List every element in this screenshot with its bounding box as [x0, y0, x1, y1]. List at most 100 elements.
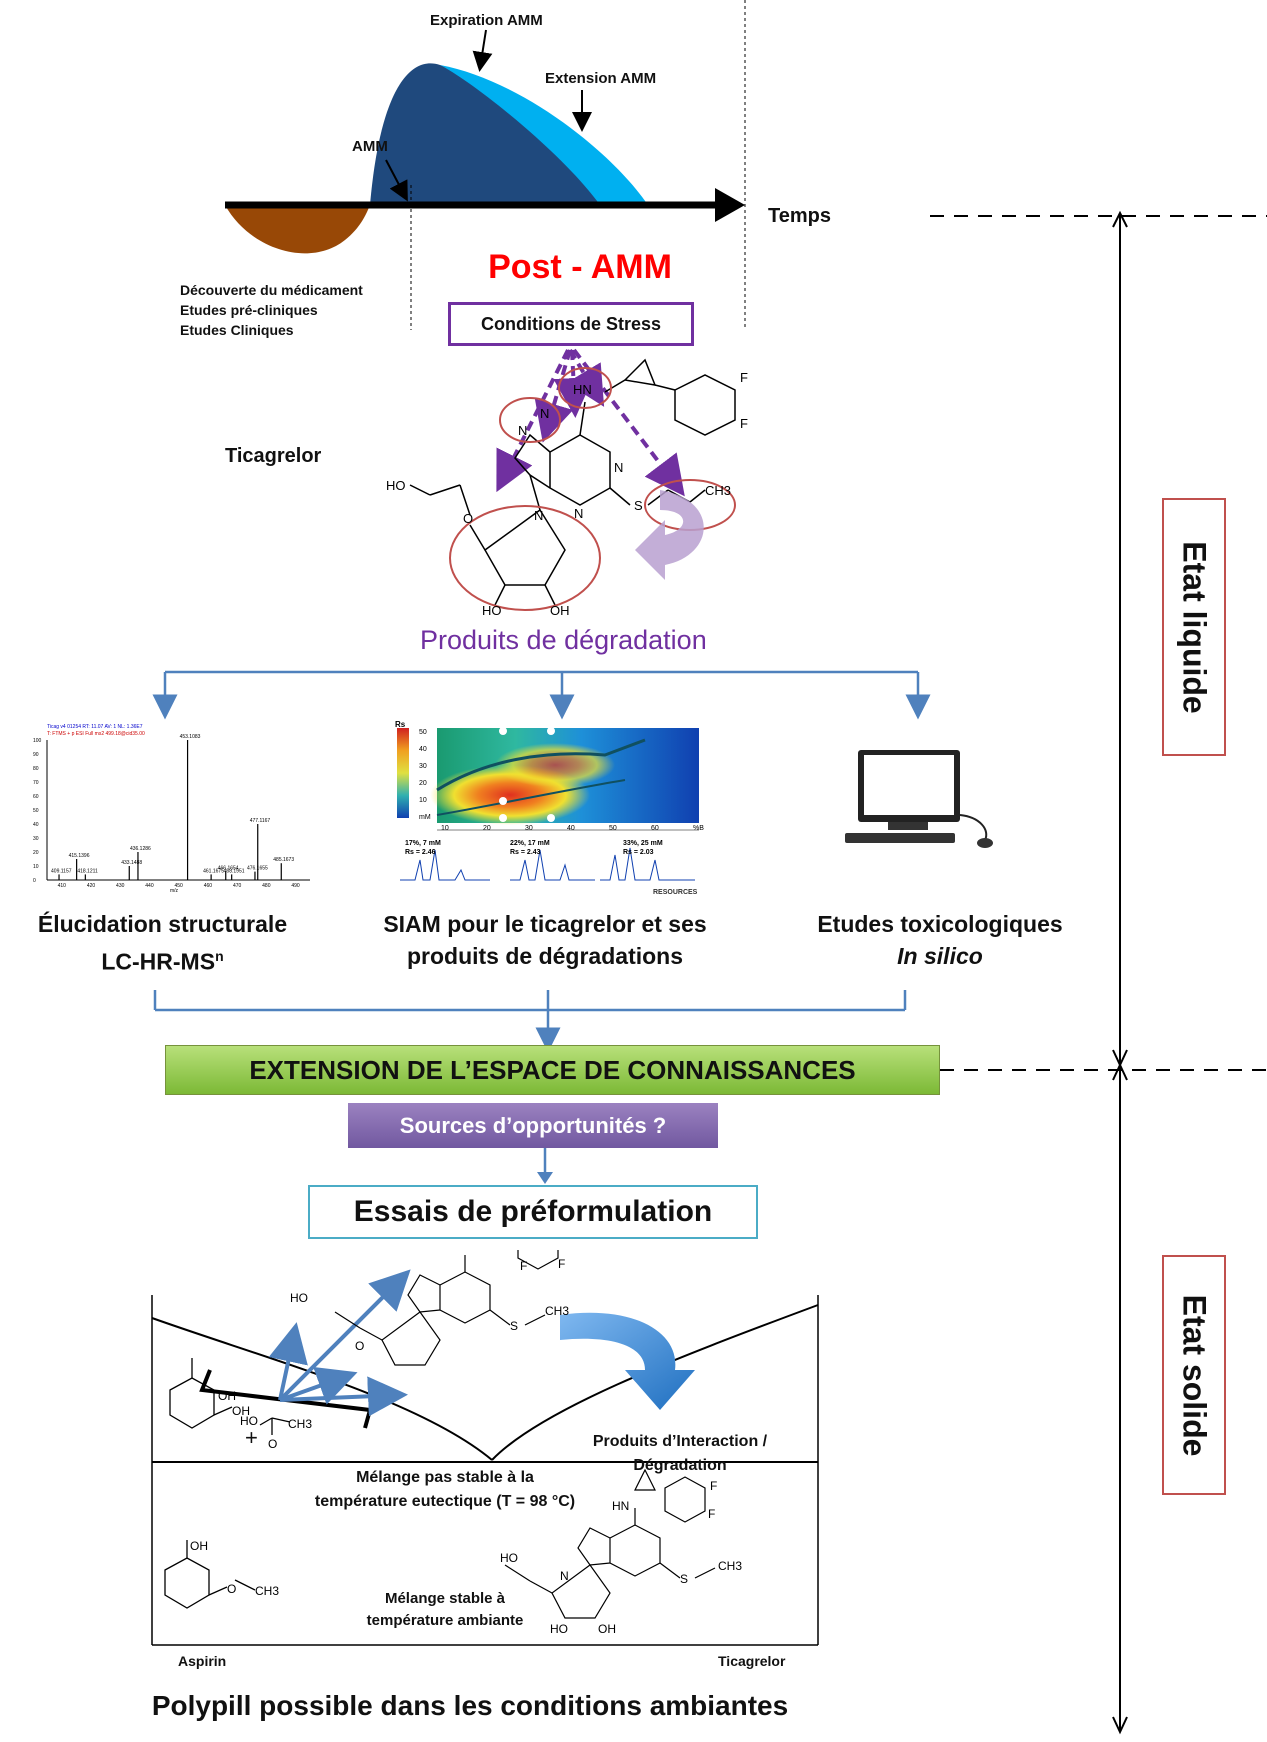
ms-ytick: 20 — [33, 850, 39, 856]
ms-ytick: 30 — [33, 836, 39, 842]
pd-atom-f-3: F — [710, 1479, 717, 1493]
plus-sign: + — [245, 1425, 258, 1450]
ms-ytick: 80 — [33, 766, 39, 772]
solid-state-label: Etat solide — [1162, 1255, 1226, 1495]
conclusion-text: Polypill possible dans les conditions am… — [151, 1690, 789, 1721]
chrom-3-label: 33%, 25 mM — [623, 840, 663, 847]
hm-xtick: 10 — [441, 825, 449, 832]
pd-atom-n-1: N — [560, 1569, 569, 1583]
atom-f2: F — [740, 416, 748, 431]
opportunities-arrow — [537, 1148, 553, 1184]
pd-atom-oh-1: OH — [218, 1389, 236, 1403]
chrom-2-rs: Rs = 2.43 — [510, 849, 541, 856]
ms-peak-label: 485.1673 — [273, 857, 294, 863]
aspirin-axis-label: Aspirin — [178, 1653, 227, 1669]
atom-hn: HN — [573, 382, 592, 397]
atom-ho2: HO — [482, 603, 502, 618]
ms-peak-label: 433.1488 — [121, 860, 142, 866]
pd-atom-oh-3: OH — [190, 1539, 208, 1553]
liquid-state-label: Etat liquide — [1162, 498, 1226, 756]
unstable-mixture-label: Mélange pas stable à la température eute… — [314, 1469, 576, 1510]
pd-atom-oh-2: OH — [232, 1404, 250, 1418]
ms-xlabel: m/z — [170, 888, 179, 894]
hm-ylabel: Rs — [395, 720, 406, 729]
chrom-1-rs: Rs = 2.46 — [405, 849, 436, 856]
ms-peak-label: 466.1654 — [218, 866, 239, 872]
extension-area — [440, 65, 648, 205]
ms-ytick: 60 — [33, 794, 39, 800]
pd-atom-hn-2: HN — [612, 1499, 629, 1513]
liquidus-right — [491, 1304, 819, 1461]
pd-atom-f-4: F — [708, 1507, 715, 1521]
pd-atom-ho-4: HO — [550, 1622, 568, 1636]
pd-atom-f-1: F — [520, 1259, 527, 1273]
ms-xtick: 480 — [262, 883, 271, 889]
ms-ytick: 10 — [33, 864, 39, 870]
ms-ytick: 70 — [33, 780, 39, 786]
pd-atom-ho-2: HO — [290, 1291, 308, 1305]
interaction-arrow — [560, 1312, 695, 1410]
hm-xtick: 40 — [567, 825, 575, 832]
ms-xtick: 420 — [87, 883, 96, 889]
atom-ho: HO — [386, 478, 406, 493]
atom-f1: F — [740, 370, 748, 385]
structural-elucidation-caption: Élucidation structurale LC-HR-MSn — [37, 911, 288, 975]
hm-ytick: 40 — [419, 746, 427, 753]
atom-oh: OH — [550, 603, 570, 618]
ms-header-2: T: FTMS + p ESI Full ms2 499.18@cid35.00 — [47, 731, 145, 737]
pd-atom-hn-1: HN — [432, 1250, 449, 1251]
pd-atom-oh-4: OH — [598, 1622, 616, 1636]
ms-xtick: 450 — [175, 883, 184, 889]
stress-conditions-box: Conditions de Stress — [448, 302, 694, 346]
pd-atom-ch3-3: CH3 — [255, 1584, 279, 1598]
ms-peak-label: 461.1675 — [203, 868, 224, 874]
ms-xtick: 470 — [233, 883, 242, 889]
ticagrelor-structure: HN F F N N N N N HO O S CH3 HO OH — [386, 348, 748, 618]
ms-peak-label: 468.1951 — [224, 868, 245, 874]
hm-xtick: 20 — [483, 825, 491, 832]
ms-xtick: 430 — [116, 883, 125, 889]
hm-xtick: %B — [693, 825, 704, 832]
ms-xtick: 460 — [204, 883, 213, 889]
ms-xtick: 440 — [145, 883, 154, 889]
degradation-curved-arrow — [635, 490, 704, 580]
pd-atom-o-3: O — [227, 1582, 236, 1596]
atom-n3: N — [614, 460, 623, 475]
atom-n1: N — [540, 406, 549, 421]
stable-mixture-label: Mélange stable à température ambiante — [366, 1590, 524, 1629]
pd-atom-o-2: O — [355, 1339, 364, 1353]
chrom-2-label: 22%, 17 mM — [510, 840, 550, 847]
pd-atom-ch3-1: CH3 — [288, 1417, 312, 1431]
pd-atom-ch3-2: CH3 — [545, 1304, 569, 1318]
extension-amm-label: Extension AMM — [545, 70, 657, 87]
state-axis — [1112, 210, 1128, 1735]
ms-peak-label: 418.1211 — [77, 868, 98, 874]
preformulation-box: Essais de préformulation — [308, 1185, 758, 1239]
ms-peak-label: 477.1167 — [250, 818, 271, 824]
lifecycle-diagram — [225, 0, 1267, 330]
ticagrelor-label: Ticagrelor — [225, 445, 322, 467]
atom-n4: N — [574, 506, 583, 521]
ticagrelor-axis-label: Ticagrelor — [718, 1653, 786, 1669]
hm-ytick: 20 — [419, 780, 427, 787]
ms-spectrum: Ticag v4 01254 RT: 11.07 AV: 1 NL: 1.36E… — [33, 724, 310, 894]
degradation-products-label: Produits de dégradation — [420, 625, 707, 655]
chrom-3-rs: Rs = 2.03 — [623, 849, 654, 856]
ms-peak-label: 409.1157 — [51, 868, 72, 874]
pd-atom-ho-3: HO — [500, 1551, 518, 1565]
amm-area — [370, 63, 600, 205]
ms-peak-label: 453.1083 — [180, 734, 201, 740]
computer-icon — [845, 750, 993, 848]
pd-atom-ho-1: HO — [240, 1414, 258, 1428]
hm-ytick: 50 — [419, 729, 427, 736]
siam-caption: SIAM pour le ticagrelor et ses produits … — [383, 911, 707, 969]
liquid-bottom-dashed-line — [940, 1069, 1267, 1071]
hm-ytick: 10 — [419, 797, 427, 804]
pd-atom-f-2: F — [558, 1257, 565, 1271]
phase-diagram: OH OH HO O CH3 F F HN HO O S CH3 OH O CH… — [151, 1250, 819, 1646]
ms-ytick: 0 — [33, 878, 36, 884]
atom-s: S — [634, 498, 643, 513]
knowledge-extension-box: EXTENSION DE L’ESPACE DE CONNAISSANCES — [165, 1045, 940, 1095]
